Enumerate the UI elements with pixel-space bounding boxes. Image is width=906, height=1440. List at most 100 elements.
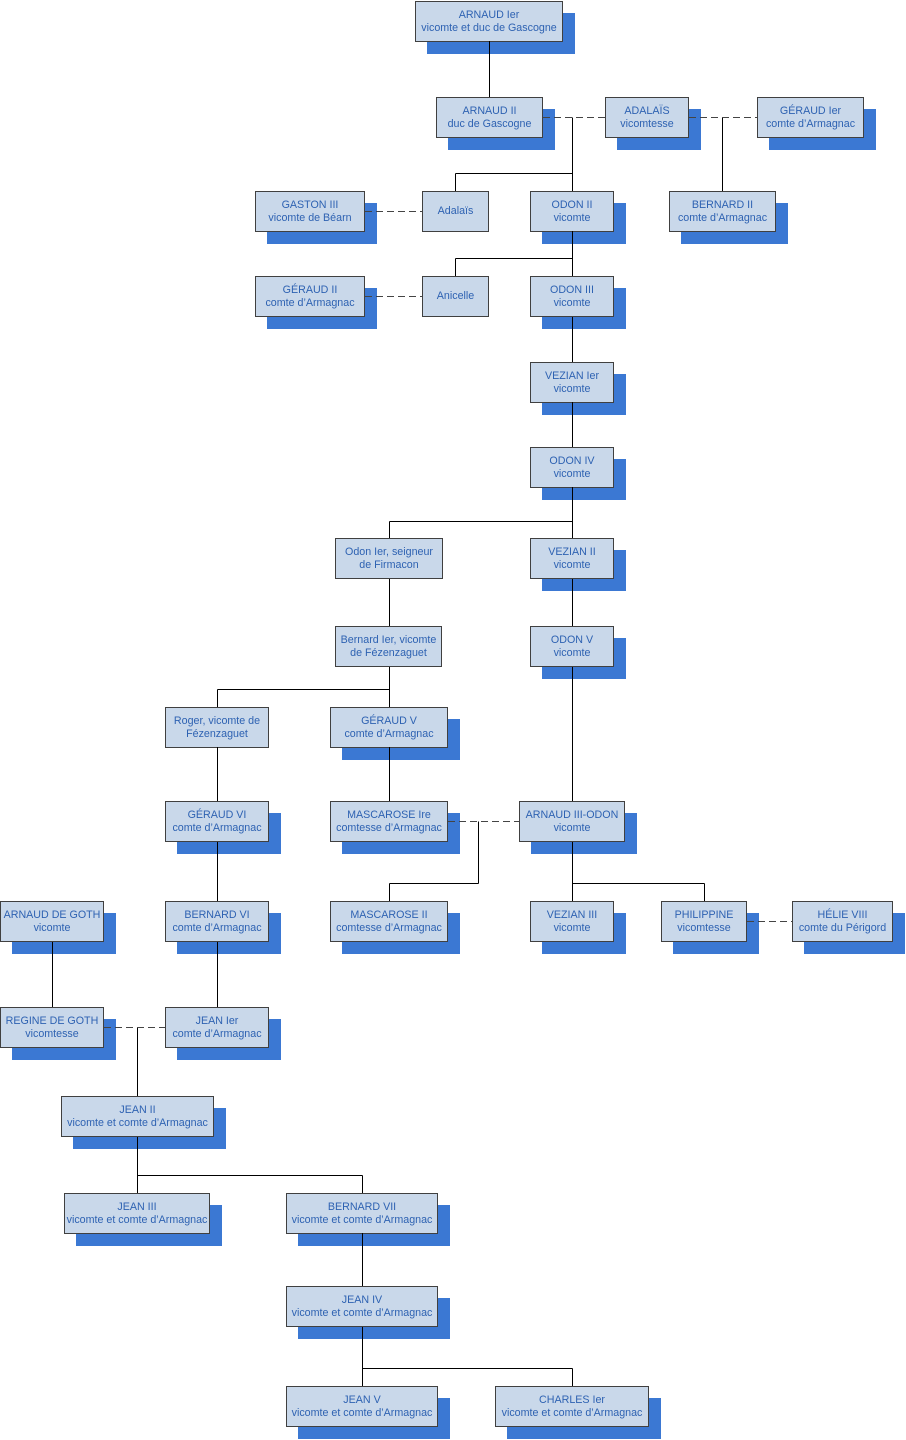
person-box-bernard-ii: BERNARD II comte d’Armagnac bbox=[669, 191, 776, 232]
person-box-arnaud-ii: ARNAUD II duc de Gascogne bbox=[436, 97, 543, 138]
person-name: JEAN IV bbox=[341, 1293, 383, 1306]
person-title: comte d’Armagnac bbox=[344, 727, 434, 740]
person-title: vicomte et comte d’Armagnac bbox=[291, 1406, 433, 1419]
person-name: Bernard Ier, vicomte bbox=[340, 633, 437, 646]
person-box-odon-iii: ODON III vicomte bbox=[530, 276, 614, 317]
person-box-arnaud-ier: ARNAUD Ier vicomte et duc de Gascogne bbox=[415, 1, 563, 42]
person-box-mascarose-ire: MASCAROSE Ire comtesse d’Armagnac bbox=[330, 801, 448, 842]
person-box-odon-ier: Odon Ier, seigneur de Firmacon bbox=[335, 538, 443, 579]
person-box-arnaud-iii-odon: ARNAUD III-ODON vicomte bbox=[519, 801, 625, 842]
person-name: VEZIAN Ier bbox=[544, 369, 600, 382]
person-name: GÉRAUD II bbox=[282, 283, 338, 296]
person-title: vicomte et comte d’Armagnac bbox=[66, 1213, 208, 1226]
person-box-jean-ii: JEAN II vicomte et comte d’Armagnac bbox=[61, 1096, 214, 1137]
person-name: ODON II bbox=[551, 198, 593, 211]
person-title: comtesse d’Armagnac bbox=[336, 921, 442, 934]
person-box-charles-ier: CHARLES Ier vicomte et comte d’Armagnac bbox=[495, 1386, 649, 1427]
person-name: Adalaïs bbox=[437, 205, 474, 217]
person-name: GÉRAUD Ier bbox=[779, 104, 842, 117]
person-box-philippine: PHILIPPINE vicomtesse bbox=[661, 901, 747, 942]
person-title: duc de Gascogne bbox=[447, 117, 532, 130]
person-box-vezian-iii: VEZIAN III vicomte bbox=[530, 901, 614, 942]
person-box-jean-iii: JEAN III vicomte et comte d’Armagnac bbox=[64, 1193, 210, 1234]
person-title: vicomte et comte d’Armagnac bbox=[67, 1116, 208, 1129]
person-name: Odon Ier, seigneur bbox=[345, 545, 433, 558]
person-name: GÉRAUD V bbox=[361, 714, 417, 727]
person-box-odon-v: ODON V vicomte bbox=[530, 626, 614, 667]
person-title: vicomte et comte d’Armagnac bbox=[291, 1213, 433, 1226]
person-box-geraud-v: GÉRAUD V comte d’Armagnac bbox=[330, 707, 448, 748]
person-box-jean-v: JEAN V vicomte et comte d’Armagnac bbox=[286, 1386, 438, 1427]
person-name: GÉRAUD VI bbox=[187, 808, 247, 821]
person-title: comte d’Armagnac bbox=[172, 1027, 262, 1040]
person-name: ARNAUD III-ODON bbox=[525, 808, 619, 821]
person-name: JEAN V bbox=[343, 1393, 381, 1406]
person-name: BERNARD II bbox=[691, 198, 754, 211]
person-title: comte d’Armagnac bbox=[765, 117, 856, 130]
person-box-vezian-ier: VEZIAN Ier vicomte bbox=[530, 362, 614, 403]
person-name: JEAN II bbox=[119, 1103, 156, 1116]
person-box-adalais: Adalaïs bbox=[422, 191, 489, 232]
person-box-anicelle: Anicelle bbox=[422, 276, 489, 317]
person-name: HÉLIE VIII bbox=[817, 908, 868, 921]
person-box-odon-iv: ODON IV vicomte bbox=[530, 447, 614, 488]
person-name: VEZIAN II bbox=[548, 545, 596, 558]
person-name: ADALAÏS bbox=[624, 104, 670, 117]
person-name: Roger, vicomte de bbox=[173, 714, 261, 727]
person-title: vicomtesse bbox=[620, 117, 674, 130]
person-name: ODON IV bbox=[549, 454, 595, 467]
person-title: vicomtesse bbox=[25, 1027, 79, 1040]
person-name: MASCAROSE Ire bbox=[347, 808, 431, 821]
person-name: ODON III bbox=[550, 283, 594, 296]
person-title: vicomte bbox=[33, 921, 71, 934]
person-name: Anicelle bbox=[436, 290, 475, 302]
person-title: vicomte et comte d’Armagnac bbox=[291, 1306, 433, 1319]
person-title: comte d’Armagnac bbox=[265, 296, 355, 309]
person-title: vicomte de Béarn bbox=[268, 211, 352, 224]
person-box-bernard-vi: BERNARD VI comte d’Armagnac bbox=[165, 901, 269, 942]
person-name: CHARLES Ier bbox=[539, 1393, 605, 1406]
person-title: vicomte bbox=[553, 821, 591, 834]
person-title: vicomte bbox=[553, 296, 591, 309]
person-name: GASTON III bbox=[281, 198, 339, 211]
person-title: comte d’Armagnac bbox=[172, 921, 262, 934]
person-title: vicomte bbox=[553, 646, 591, 659]
person-box-regine-de-goth: REGINE DE GOTH vicomtesse bbox=[0, 1007, 104, 1048]
person-name: PHILIPPINE bbox=[674, 908, 734, 921]
person-name: MASCAROSE II bbox=[350, 908, 428, 921]
person-name: BERNARD VI bbox=[184, 908, 250, 921]
person-name: VEZIAN III bbox=[546, 908, 598, 921]
person-box-vezian-ii: VEZIAN II vicomte bbox=[530, 538, 614, 579]
person-box-gaston-iii: GASTON III vicomte de Béarn bbox=[255, 191, 365, 232]
person-title: vicomte bbox=[553, 467, 591, 480]
person-name: ARNAUD II bbox=[462, 104, 517, 117]
person-box-roger: Roger, vicomte de Fézenzaguet bbox=[165, 707, 269, 748]
person-title: vicomte bbox=[553, 382, 591, 395]
person-name: JEAN Ier bbox=[195, 1014, 239, 1027]
person-box-bernard-ier: Bernard Ier, vicomte de Fézenzaguet bbox=[335, 626, 442, 667]
person-title: vicomte bbox=[553, 211, 591, 224]
person-title: de Fézenzaguet bbox=[350, 646, 427, 659]
person-box-adalais-vicomtesse: ADALAÏS vicomtesse bbox=[605, 97, 689, 138]
person-name: BERNARD VII bbox=[327, 1200, 397, 1213]
person-box-mascarose-ii: MASCAROSE II comtesse d’Armagnac bbox=[330, 901, 448, 942]
person-title: comte d’Armagnac bbox=[677, 211, 768, 224]
person-box-geraud-vi: GÉRAUD VI comte d’Armagnac bbox=[165, 801, 269, 842]
person-title: comtesse d’Armagnac bbox=[336, 821, 442, 834]
person-title: Fézenzaguet bbox=[186, 727, 248, 740]
person-title: vicomte bbox=[553, 921, 591, 934]
person-box-arnaud-de-goth: ARNAUD DE GOTH vicomte bbox=[0, 901, 104, 942]
person-name: ARNAUD DE GOTH bbox=[3, 908, 101, 921]
person-box-jean-iv: JEAN IV vicomte et comte d’Armagnac bbox=[286, 1286, 438, 1327]
person-title: vicomte et comte d’Armagnac bbox=[501, 1406, 643, 1419]
person-box-odon-ii: ODON II vicomte bbox=[530, 191, 614, 232]
person-box-jean-ier: JEAN Ier comte d’Armagnac bbox=[165, 1007, 269, 1048]
person-title: vicomte et duc de Gascogne bbox=[421, 21, 557, 34]
person-title: comte d’Armagnac bbox=[172, 821, 262, 834]
person-box-bernard-vii: BERNARD VII vicomte et comte d’Armagnac bbox=[286, 1193, 438, 1234]
person-box-geraud-ier: GÉRAUD Ier comte d’Armagnac bbox=[757, 97, 864, 138]
person-title: vicomte bbox=[553, 558, 591, 571]
person-title: vicomtesse bbox=[677, 921, 731, 934]
person-name: ARNAUD Ier bbox=[458, 8, 520, 21]
person-name: JEAN III bbox=[117, 1200, 157, 1213]
